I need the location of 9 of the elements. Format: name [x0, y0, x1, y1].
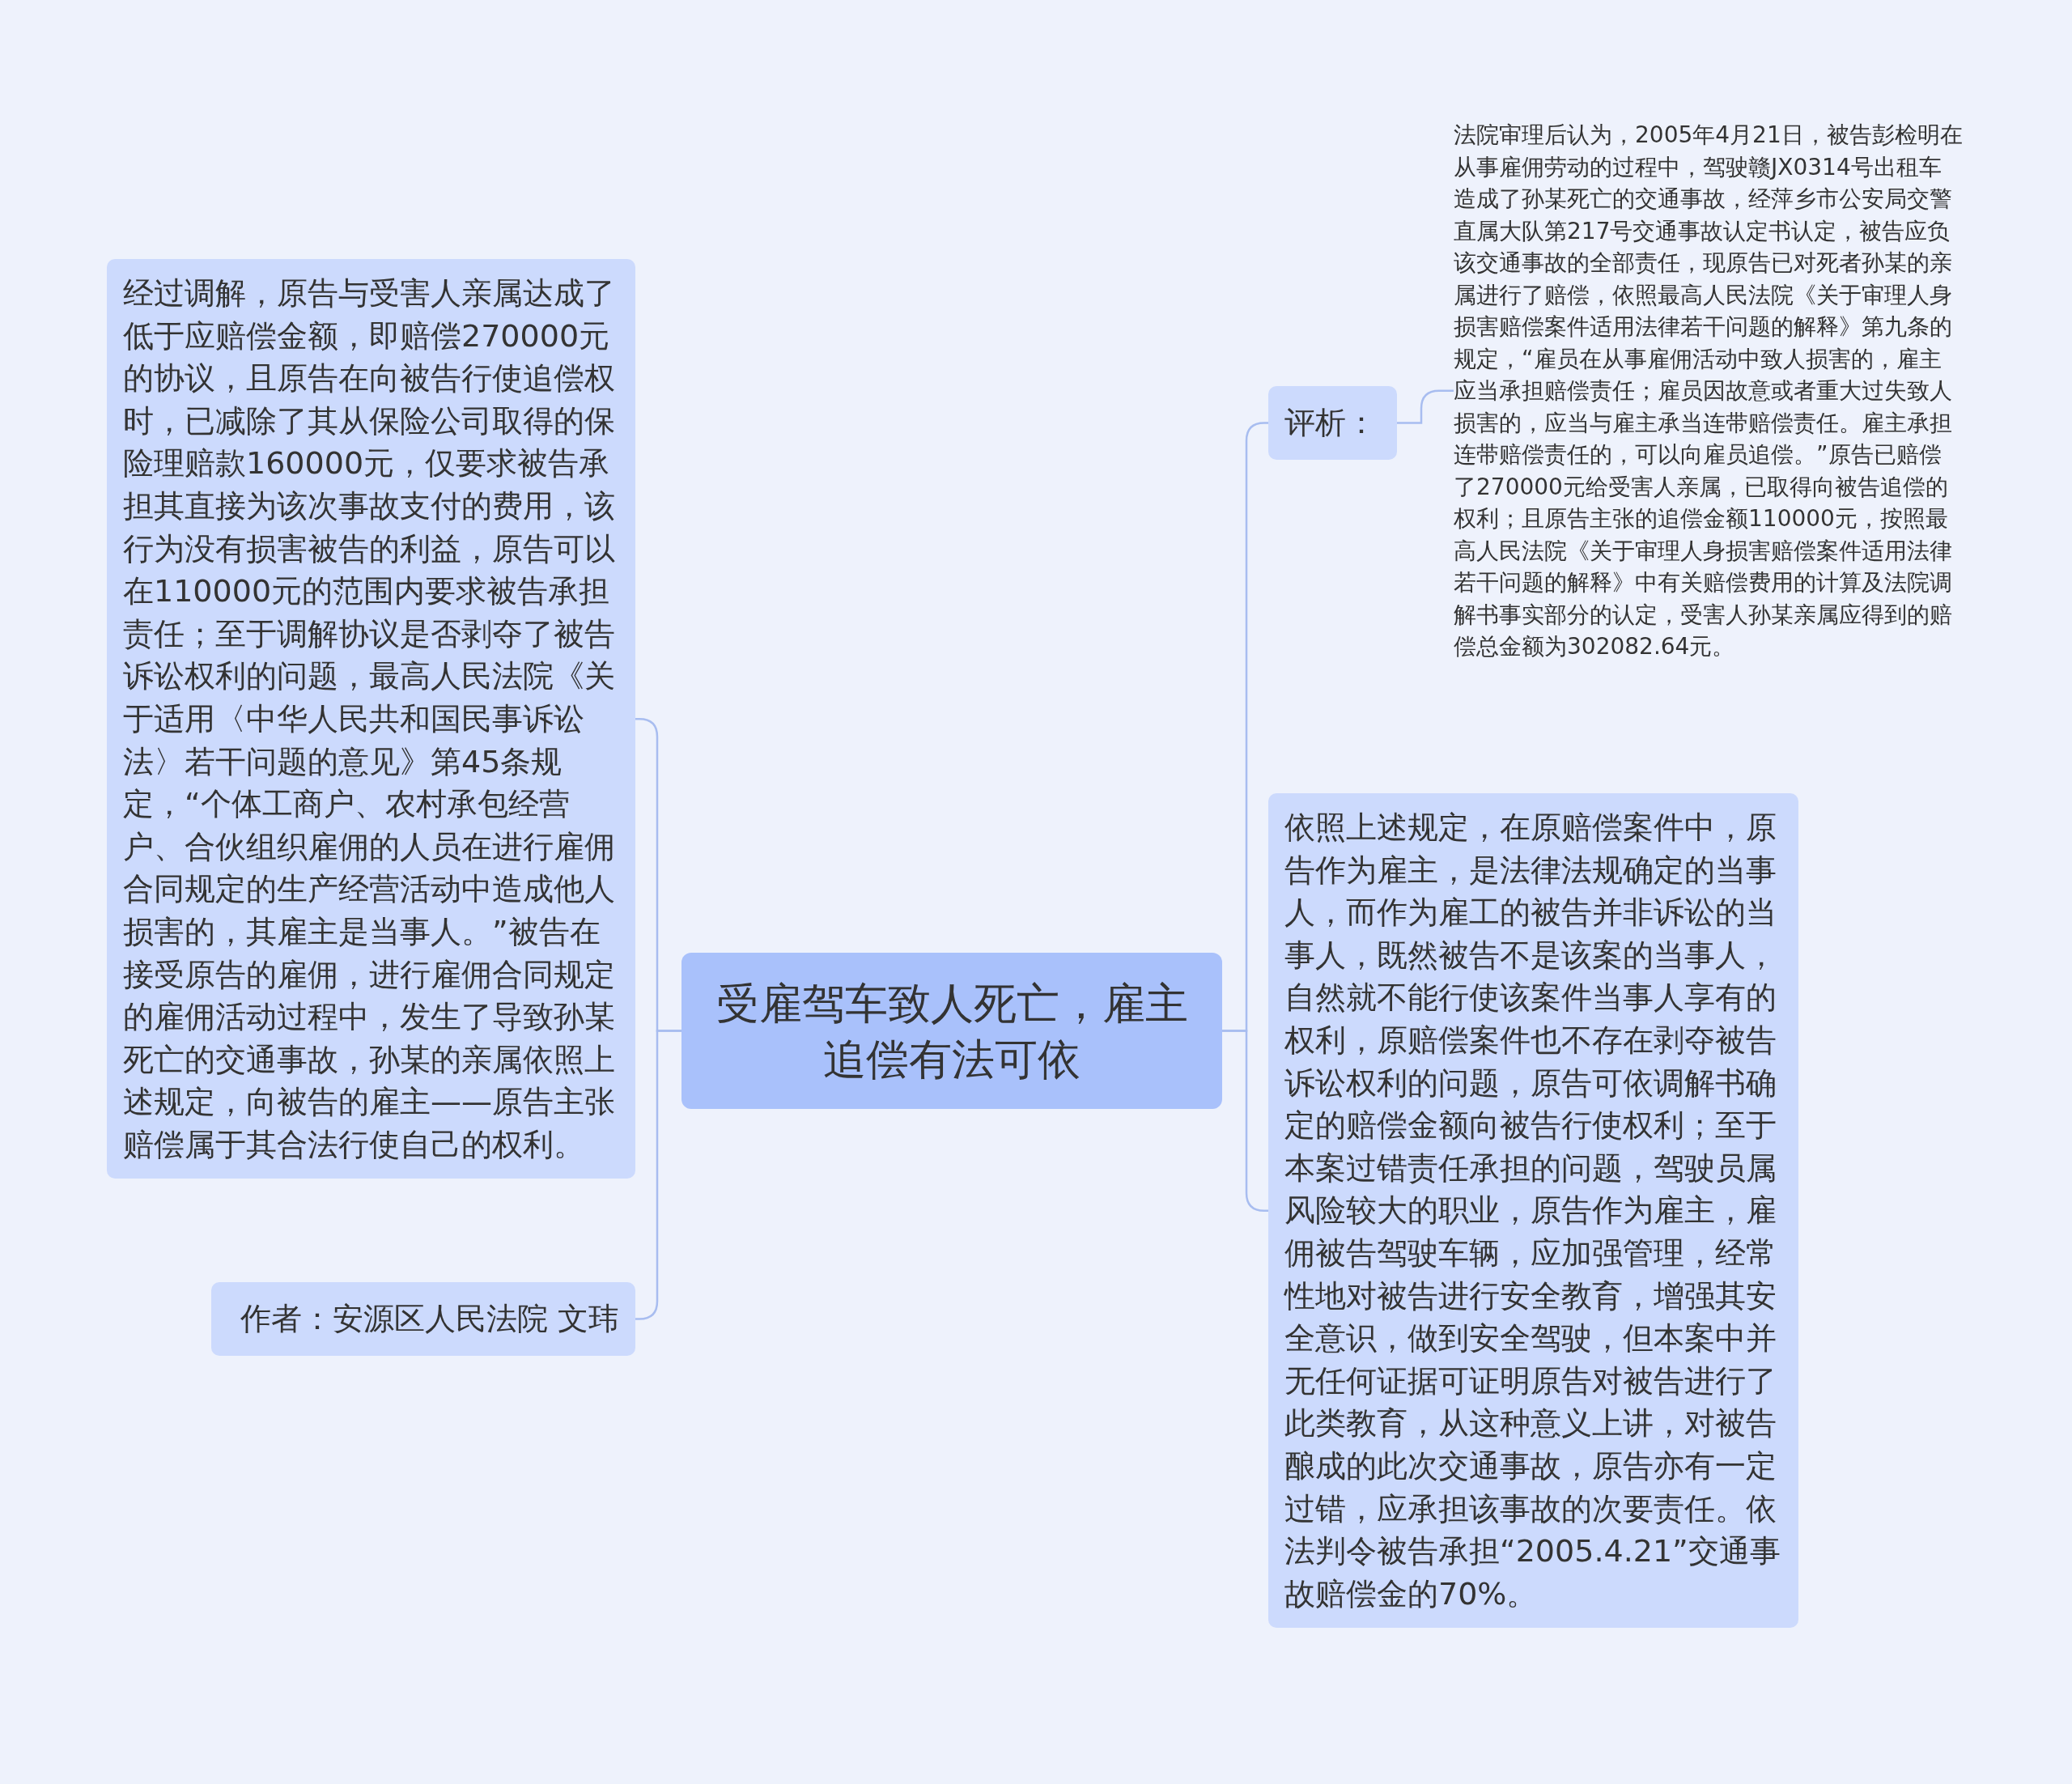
connector-line	[1222, 1030, 1268, 1212]
topic-card: 作者：安源区人民法院 文玮	[211, 1282, 635, 1356]
topic-card: 经过调解，原告与受害人亲属达成了低于应赔偿金额，即赔偿270000元的协议，且原告在向被告行使追偿权时，已减除了其从保险公司取得的保险理赔款160000元，仅要求被告承担其直接为该次事故支付的费用，该行为没有损害被告的利益，原告可以在110000元的范围内要求被告承担责任；至于调解协议是否剥夺了被告诉讼权利的问题，最高人民法院《关于适用〈中华人民共和国民事诉讼法〉若干问题的意见》第45条规定，“个体工商户、农村承包经营户、合伙组织雇佣的人员在进行雇佣合同规定的生产经营活动中造成他人损害的，其雇主是当事人。”被告在接受原告的雇佣，进行雇佣合同规定的雇佣活动过程中，发生了导致孙某死亡的交通事故，孙某的亲属依照上述规定，向被告的雇主——原告主张赔偿属于其合法行使自己的权利。	[107, 259, 635, 1179]
central-topic: 受雇驾车致人死亡，雇主追偿有法可依	[681, 953, 1222, 1109]
connector-line	[1397, 389, 1454, 424]
connector-line	[635, 1030, 681, 1320]
topic-card: 依照上述规定，在原赔偿案件中，原告作为雇主，是法律法规确定的当事人，而作为雇工的被告并非诉讼的当事人，既然被告不是该案的当事人，自然就不能行使该案件当事人享有的权利，原赔偿案件也不存在剥夺被告诉讼权利的问题，原告可依调解书确定的赔偿金额向被告行使权利；至于本案过错责任承担的问题，驾驶员属风险较大的职业，原告作为雇主，雇佣被告驾驶车辆，应加强管理，经常性地对被告进行安全教育，增强其安全意识，做到安全驾驶，但本案中并无任何证据可证明原告对被告进行了此类教育，从这种意义上讲，对被告酿成的此次交通事故，原告亦有一定过错，应承担该事故的次要责任。依法判令被告承担“2005.4.21”交通事故赔偿金的70%。	[1268, 793, 1798, 1629]
note-text: 法院审理后认为，2005年4月21日，被告彭检明在从事雇佣劳动的过程中，驾驶赣JX0314号出租车造成了孙某死亡的交通事故，经萍乡市公安局交警直属大队第217号交通事故认定书认定，被告应负该交通事故的全部责任，现原告已对死者孙某的亲属进行了赔偿，依照最高人民法院《关于审理人身损害赔偿案件适用法律若干问题的解释》第九条的规定，“雇员在从事雇佣活动中致人损害的，雇主应当承担赔偿责任；雇员因故意或者重大过失致人损害的，应当与雇主承当连带赔偿责任。雇主承担连带赔偿责任的，可以向雇员追偿。”原告已赔偿了270000元给受害人亲属，已取得向被告追偿的权利；且原告主张的追偿金额110000元，按照最高人民法院《关于审理人身损害赔偿案件适用法律若干问题的解释》中有关赔偿费用的计算及法院调解书事实部分的认定，受害人孙某亲属应得到的赔偿总金额为302082.64元。	[1454, 119, 1964, 663]
topic-card: 评析：	[1268, 386, 1397, 460]
